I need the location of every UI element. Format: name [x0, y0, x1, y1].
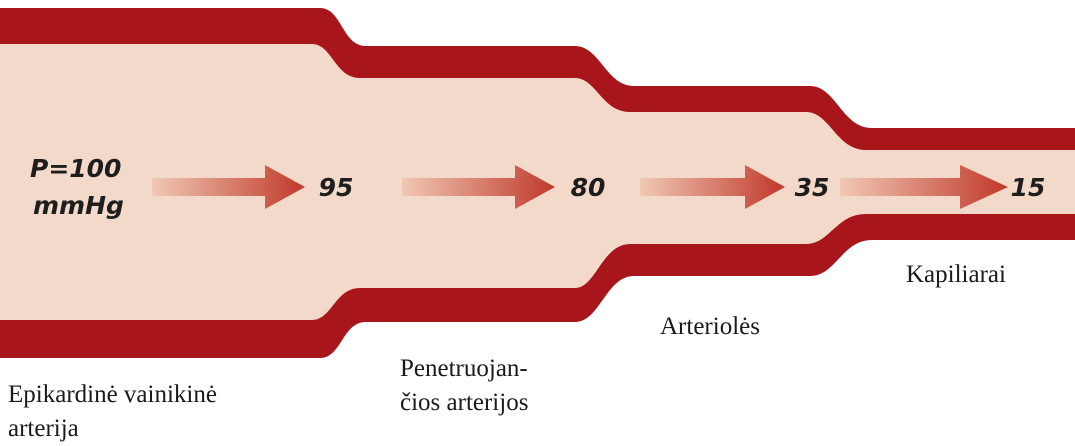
initial-pressure-unit: mmHg [33, 191, 124, 220]
label-epicardial-line1: Epikardinė vainikinė [8, 378, 217, 412]
label-capillaries: Kapiliarai [906, 258, 1006, 292]
label-epicardial-line2: arterija [8, 412, 217, 446]
pressure-value-3: 35 [795, 173, 830, 202]
pressure-value-4: 15 [1011, 173, 1046, 202]
pressure-value-2: 80 [571, 173, 606, 202]
label-penetrating-line2: čios arterijos [400, 386, 528, 420]
initial-pressure-label: P=100 [30, 154, 121, 183]
pressure-value-1: 95 [319, 173, 354, 202]
label-epicardial-artery: Epikardinė vainikinė arterija [8, 378, 217, 446]
label-penetrating-line1: Penetruojan- [400, 352, 528, 386]
label-penetrating-arteries: Penetruojan- čios arterijos [400, 352, 528, 420]
label-arterioles: Arteriolės [660, 310, 760, 344]
